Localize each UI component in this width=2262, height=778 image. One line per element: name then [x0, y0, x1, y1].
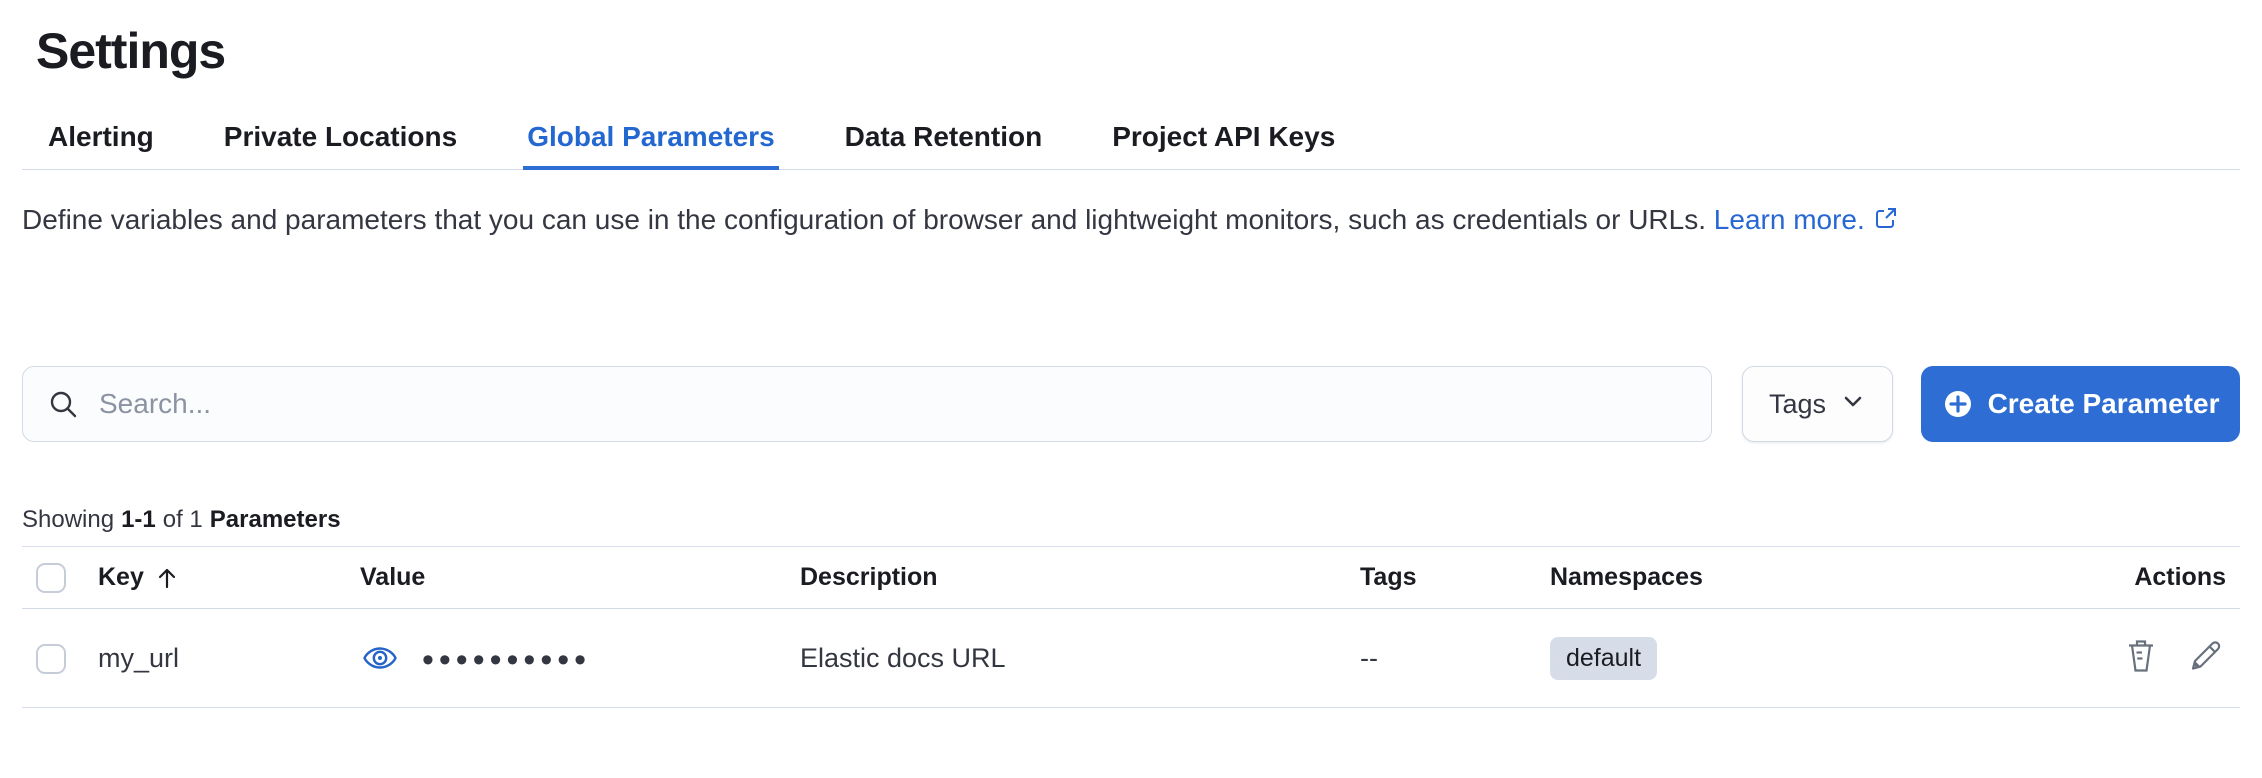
- search-field: [22, 366, 1712, 442]
- summary-of: of 1: [162, 506, 203, 533]
- table-row: my_url ••••••••••: [22, 609, 2240, 708]
- column-header-actions: Actions: [2134, 563, 2226, 591]
- column-header-namespaces: Namespaces: [1550, 563, 1703, 591]
- table-header-row: Key Value Description Tags Namespaces Ac…: [22, 546, 2240, 609]
- tab-project-api-keys[interactable]: Project API Keys: [1112, 121, 1336, 152]
- reveal-value-button[interactable]: [360, 638, 400, 678]
- trash-icon: [2124, 638, 2158, 674]
- search-input[interactable]: [22, 366, 1712, 442]
- row-select-checkbox[interactable]: [36, 643, 66, 674]
- page-description: Define variables and parameters that you…: [22, 200, 2250, 242]
- create-parameter-label: Create Parameter: [1987, 388, 2220, 419]
- eye-icon: [362, 640, 398, 676]
- select-all-checkbox[interactable]: [36, 562, 66, 593]
- delete-parameter-button[interactable]: [2122, 636, 2160, 676]
- page-title: Settings: [36, 23, 226, 79]
- learn-more-label: Learn more.: [1713, 204, 1865, 235]
- column-header-key[interactable]: Key: [98, 563, 180, 592]
- namespace-badge: default: [1550, 636, 1658, 680]
- cell-tags: --: [1360, 642, 1378, 673]
- row-actions: [2122, 636, 2226, 676]
- cell-value: ••••••••••: [360, 638, 784, 678]
- pencil-icon: [2188, 638, 2224, 674]
- column-header-tags: Tags: [1360, 563, 1417, 591]
- cell-key: my_url: [98, 642, 180, 673]
- settings-page: Settings Alerting Private Locations Glob…: [0, 24, 2262, 708]
- description-text: Define variables and parameters that you…: [22, 204, 1707, 235]
- tab-private-locations[interactable]: Private Locations: [223, 121, 458, 152]
- results-summary: Showing 1-1 of 1 Parameters: [22, 506, 2240, 534]
- chevron-down-icon: [1840, 388, 1866, 421]
- tags-filter-button[interactable]: Tags: [1742, 366, 1894, 442]
- edit-parameter-button[interactable]: [2186, 636, 2226, 676]
- create-parameter-button[interactable]: Create Parameter: [1921, 366, 2240, 442]
- parameters-table: Key Value Description Tags Namespaces Ac…: [22, 546, 2240, 708]
- column-header-value: Value: [360, 563, 426, 591]
- plus-circle-icon: [1942, 388, 1974, 420]
- key-header-label: Key: [98, 563, 144, 591]
- column-header-description: Description: [800, 563, 938, 591]
- tab-data-retention[interactable]: Data Retention: [844, 121, 1043, 152]
- tab-alerting[interactable]: Alerting: [48, 121, 154, 152]
- tags-filter-label: Tags: [1769, 388, 1827, 419]
- arrow-up-icon: [154, 565, 180, 591]
- learn-more-link[interactable]: Learn more.: [1714, 204, 1899, 235]
- parameters-toolbar: Tags Create Parameter: [22, 366, 2240, 442]
- tab-global-parameters[interactable]: Global Parameters: [523, 120, 779, 170]
- external-link-icon: [1873, 202, 1899, 242]
- summary-entity: Parameters: [209, 506, 341, 533]
- cell-description: Elastic docs URL: [800, 642, 1006, 673]
- summary-showing: Showing: [22, 506, 115, 533]
- settings-tab-bar: Alerting Private Locations Global Parame…: [22, 120, 2240, 170]
- masked-value: ••••••••••: [422, 641, 592, 679]
- summary-range: 1-1: [121, 506, 156, 533]
